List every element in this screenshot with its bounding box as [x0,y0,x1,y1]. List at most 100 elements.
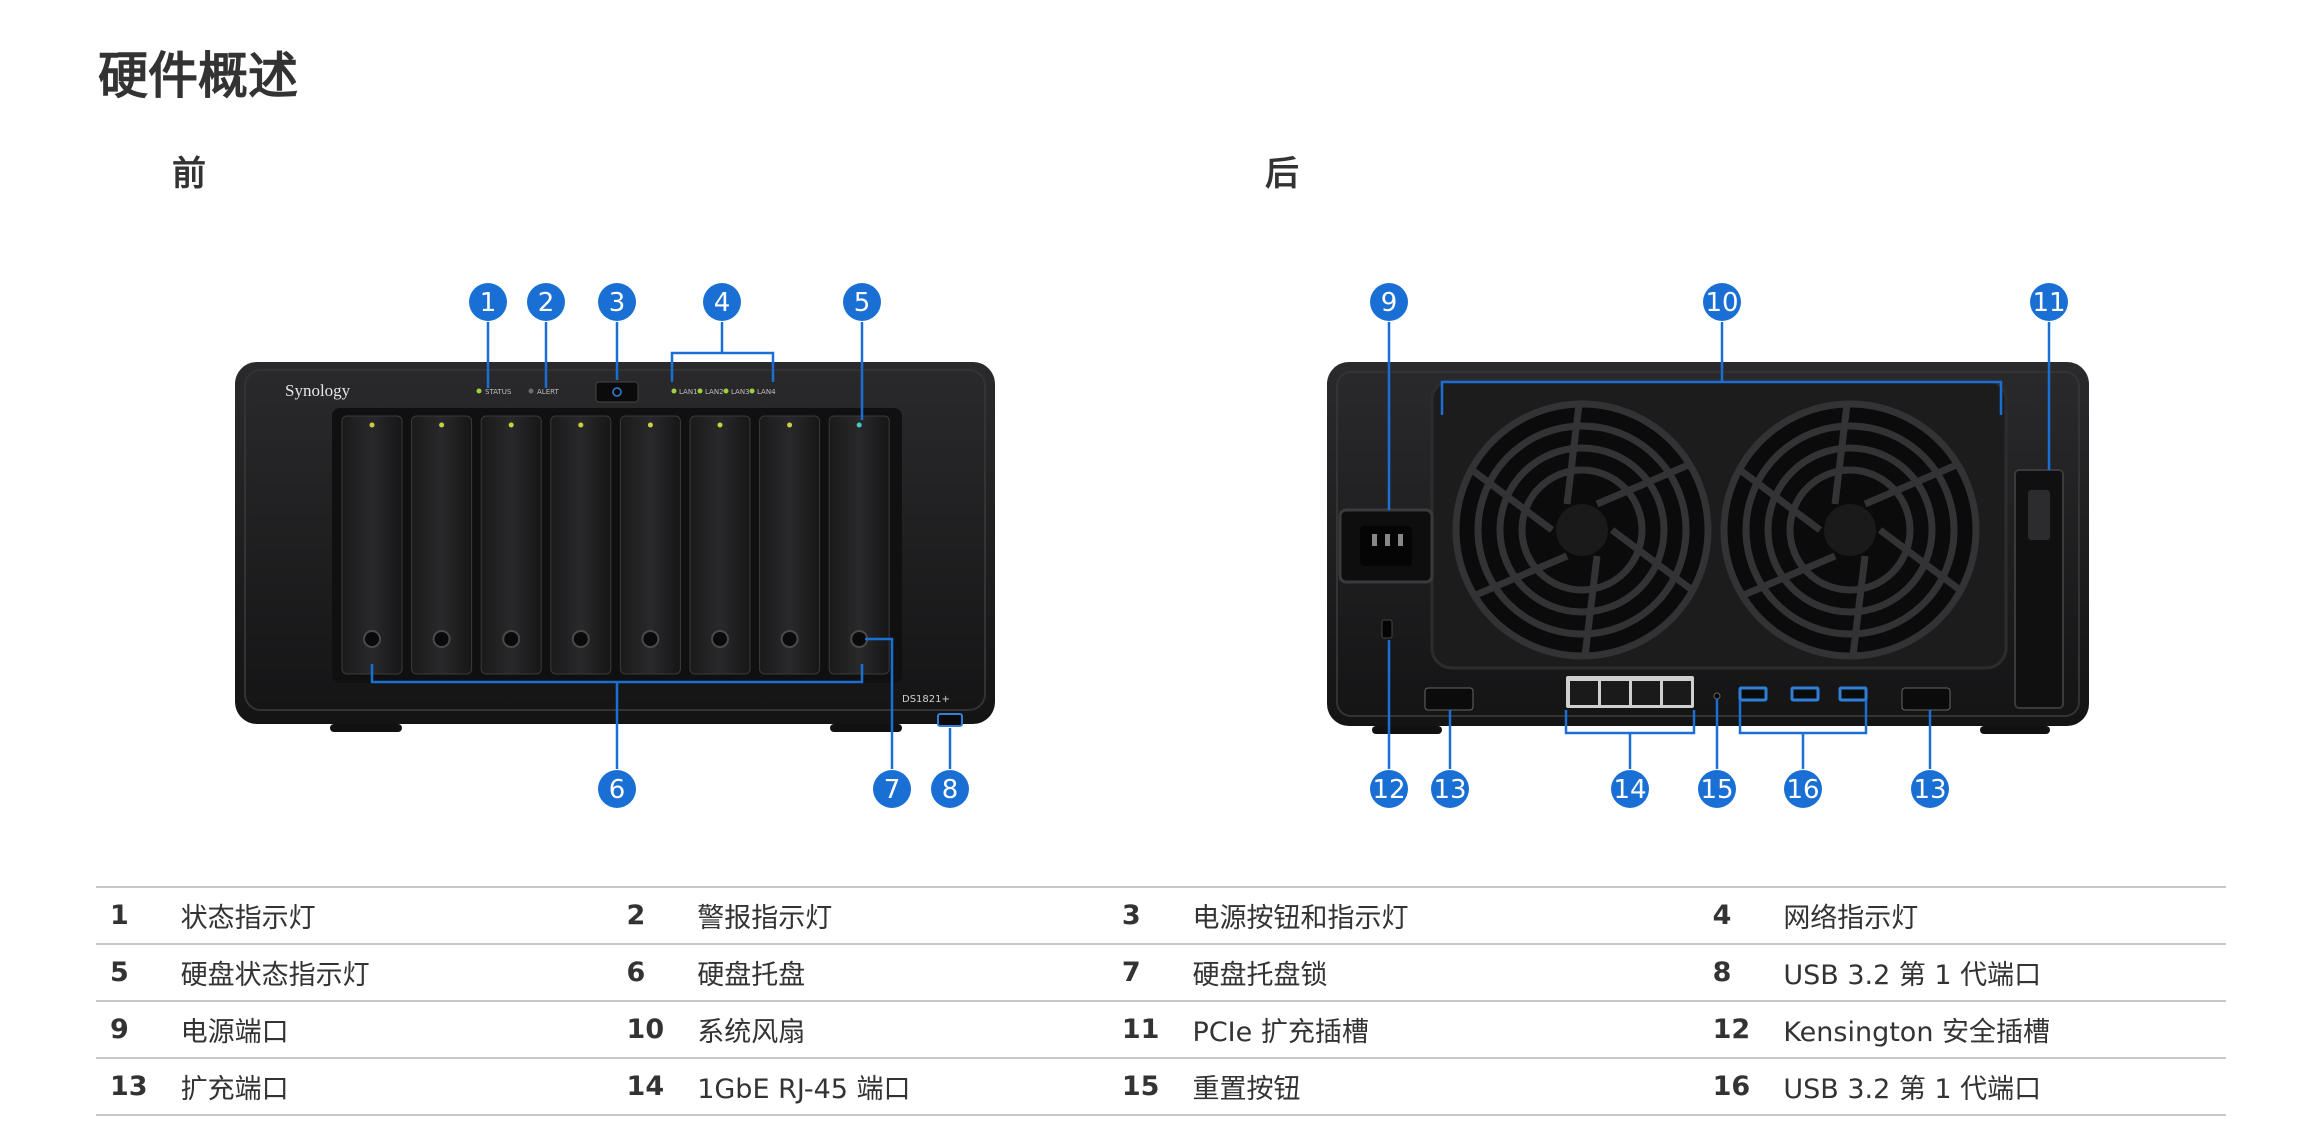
legend-label: 电源按钮和指示灯 [1191,886,1699,945]
power-icon [612,387,622,397]
callout-front-1: 1 [469,283,507,321]
callout-leaders [370,322,2051,769]
front-usb-port[interactable] [937,713,963,727]
callout-back-8: 16 [1784,770,1822,808]
callout-number: 8 [942,775,959,805]
fan [1452,400,1712,660]
drive-trays [341,415,890,675]
lan-led-label: LAN2 [705,388,724,396]
legend-label: 网络指示灯 [1782,886,2226,945]
callout-number: 14 [1613,775,1646,805]
legend-number: 2 [612,886,697,945]
rear-usb-ports[interactable] [1738,686,1868,702]
callout-front-2: 2 [527,283,565,321]
callout-back-2: 10 [1703,283,1741,321]
callout-number: 12 [1372,775,1405,805]
legend-number: 6 [612,943,697,1002]
drive-tray-lock[interactable] [711,630,729,648]
callout-front-5: 5 [843,283,881,321]
drive-tray-lock[interactable] [432,630,451,648]
callout-number: 16 [1786,775,1819,805]
callout-back-6: 14 [1611,770,1649,808]
power-button[interactable] [595,381,639,403]
drive-tray-lock[interactable] [641,630,660,648]
drive-tray-lock[interactable] [850,630,869,648]
legend-label: 重置按钮 [1191,1057,1699,1116]
callout-back-5: 13 [1431,770,1469,808]
lan-leds: LAN1 LAN2 LAN3 LAN4 [671,388,776,396]
kensington-slot[interactable] [1381,619,1393,639]
callout-number: 5 [854,288,871,318]
drive-status-led [717,422,723,428]
legend-number: 4 [1698,886,1783,945]
drive-status-led [439,422,445,428]
callout-back-9: 13 [1911,770,1949,808]
reset-button[interactable] [1713,692,1721,700]
callout-number: 11 [2032,288,2065,318]
callout-front-4: 4 [703,283,741,321]
legend-number: 1 [96,886,180,945]
callout-front-8: 8 [931,770,969,808]
callout-number: 2 [538,288,555,318]
callout-back-3: 11 [2030,283,2068,321]
drive-tray-lock[interactable] [363,630,381,648]
drive-status-led [578,422,584,428]
legend-number: 12 [1698,1000,1783,1059]
alert-led [528,388,534,394]
legend-label: 系统风扇 [696,1000,1108,1059]
lan-led-label: LAN1 [679,388,698,396]
drive-tray-lock[interactable] [502,630,521,648]
drive-tray[interactable] [550,415,612,675]
drive-tray[interactable] [411,415,473,675]
callout-number: 6 [609,775,626,805]
callout-number: 10 [1705,288,1738,318]
front-device: Synology STATUS ALERT LAN1 LAN2 LAN3 LAN… [235,362,995,732]
callout-number: 15 [1700,775,1733,805]
page-title: 硬件概述 [98,47,298,105]
legend-number: 9 [96,1000,180,1059]
legend-number: 8 [1698,943,1783,1002]
rj45-ports[interactable] [1566,676,1694,708]
drive-status-led [787,422,793,428]
drive-tray-lock[interactable] [780,630,799,648]
expansion-port-right[interactable] [1901,687,1951,711]
hardware-diagram: Synology STATUS ALERT LAN1 LAN2 LAN3 LAN… [235,283,2089,808]
legend-label: PCIe 扩充插槽 [1191,1000,1699,1059]
legend-label: 硬盘托盘 [696,943,1108,1002]
legend-label: 电源端口 [179,1000,613,1059]
drive-tray[interactable] [689,415,751,675]
callout-number: 9 [1381,288,1398,318]
expansion-port-left[interactable] [1424,687,1474,711]
legend-label: 1GbE RJ-45 端口 [696,1057,1108,1116]
legend-label: USB 3.2 第 1 代端口 [1782,1057,2226,1116]
callout-number: 4 [714,288,731,318]
drive-tray[interactable] [480,415,542,675]
drive-tray[interactable] [619,415,681,675]
drive-status-led [647,422,653,428]
section-front-heading: 前 [172,154,206,194]
legend-number: 10 [612,1000,697,1059]
drive-status-led [508,422,514,428]
drive-tray[interactable] [828,415,890,675]
legend-number: 3 [1107,886,1192,945]
callout-back-1: 9 [1370,283,1408,321]
drive-tray-lock[interactable] [571,630,590,648]
callout-number: 1 [480,288,497,318]
legend-label: 硬盘状态指示灯 [179,943,613,1002]
legend-label: 硬盘托盘锁 [1191,943,1699,1002]
drive-tray[interactable] [759,415,821,675]
callout-back-4: 12 [1370,770,1408,808]
legend-label: USB 3.2 第 1 代端口 [1782,943,2226,1002]
legend-label: 状态指示灯 [179,886,613,945]
pcie-slot[interactable] [2014,469,2064,709]
legend-label: 警报指示灯 [696,886,1108,945]
legend-number: 11 [1107,1000,1192,1059]
system-fans [1452,400,1980,660]
lan-led-label: LAN4 [757,388,776,396]
fan [1720,400,1980,660]
